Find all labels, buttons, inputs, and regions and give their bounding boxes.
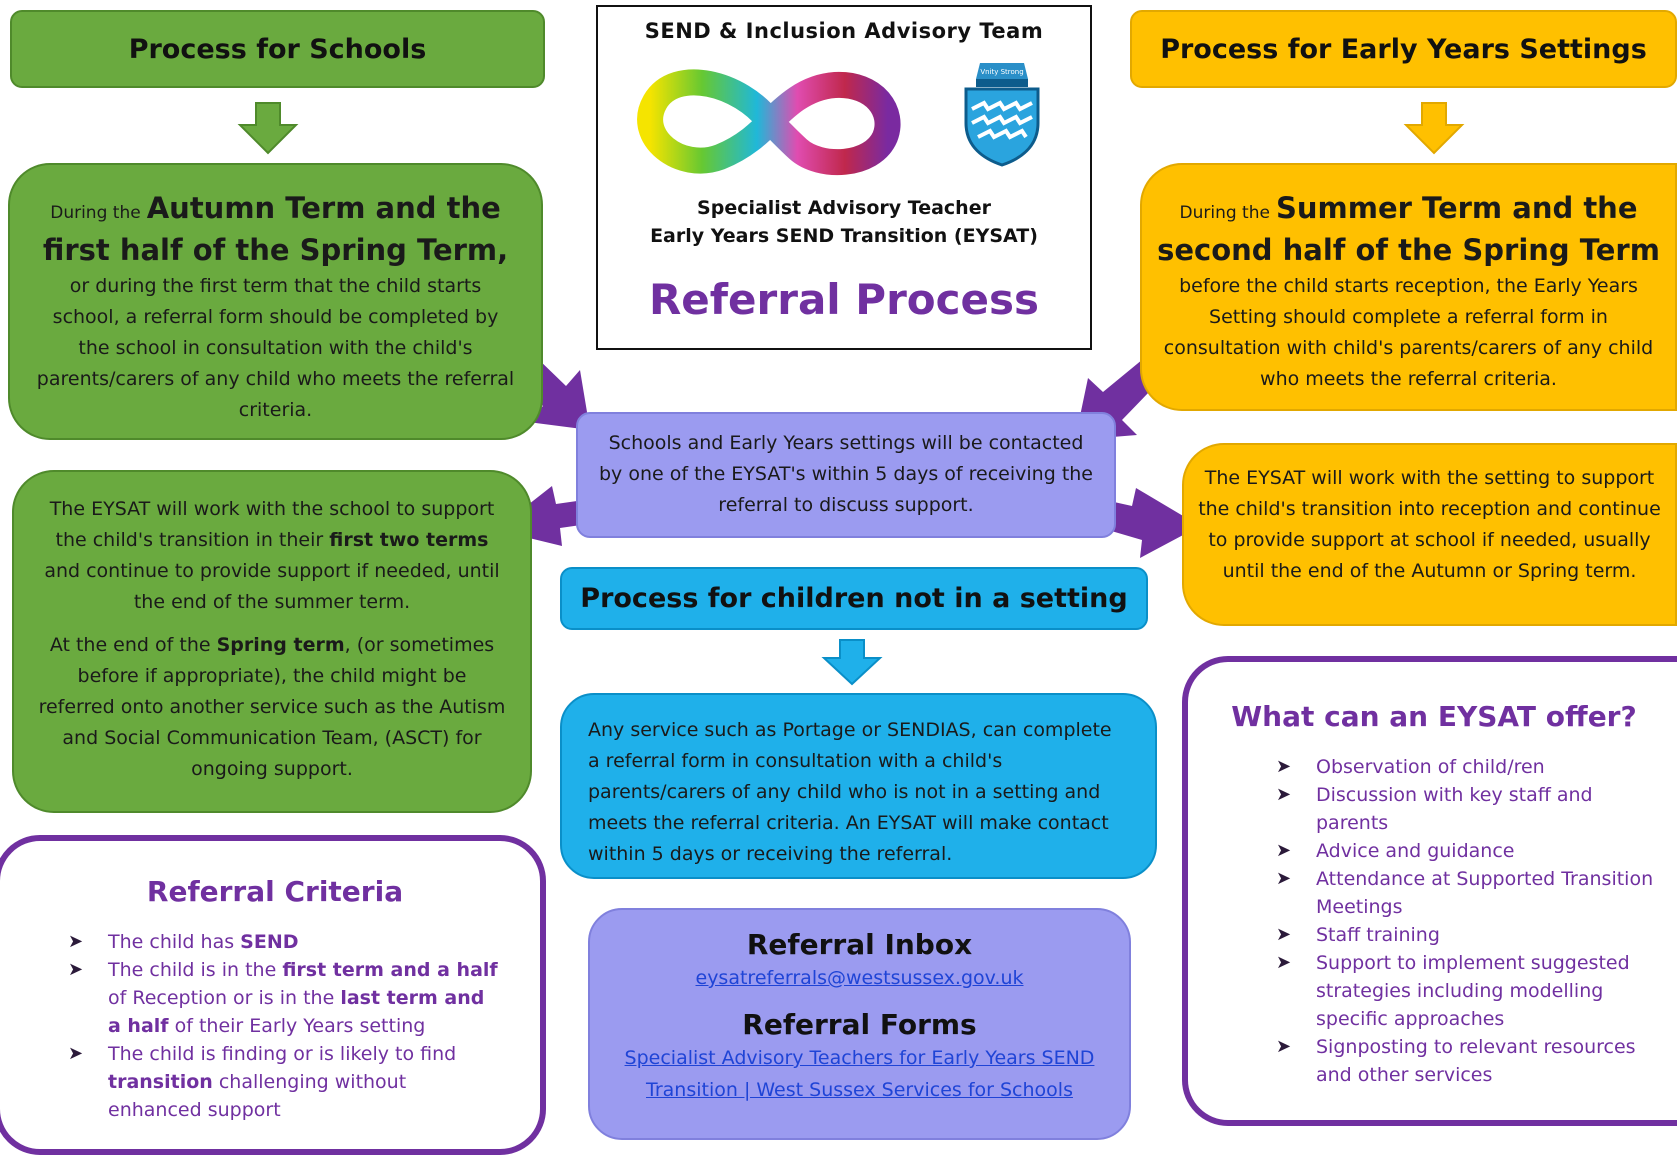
schools-down-arrow [237,102,299,155]
role-line-2: Early Years SEND Transition (EYSAT) [650,225,1038,247]
schools-support-first-two-terms: first two terms [329,529,489,551]
schools-support-box: The EYSAT will work with the school to s… [12,470,532,813]
list-item: The child has SEND [68,928,502,956]
schools-timing-term: Autumn Term and the first half of the Sp… [42,191,509,267]
list-item: The child is in the first term and a hal… [68,956,502,1040]
list-item: Discussion with key staff and parents [1276,781,1662,837]
referral-forms-title: Referral Forms [742,1008,977,1041]
schools-timing-or: or [69,275,90,297]
list-item: Attendance at Supported Transition Meeti… [1276,865,1662,921]
referral-criteria-list: The child has SEND The child is in the f… [68,928,502,1124]
early-years-header-label: Process for Early Years Settings [1160,33,1647,65]
early-years-timing-term: Summer Term and the second half of the S… [1157,191,1660,267]
eysat-offer-box: What can an EYSAT offer? Observation of … [1182,656,1677,1126]
schools-onward-text-a: At the end of the [49,634,211,656]
not-in-setting-box: Any service such as Portage or SENDIAS, … [560,693,1157,879]
schools-onward-text-c: , (or sometimes before if appropriate), … [38,634,506,780]
early-years-support-box: The EYSAT will work with the setting to … [1182,443,1677,626]
schools-support-text-a: The EYSAT will work with the school to s… [49,498,495,551]
referral-inbox-email-link[interactable]: eysatreferrals@westsussex.gov.uk [695,967,1024,989]
not-in-setting-text: Any service such as Portage or SENDIAS, … [588,719,1112,865]
not-in-setting-down-arrow [821,639,883,686]
role-line-1: Specialist Advisory Teacher [697,197,991,219]
schools-timing-prefix: During the [50,203,141,223]
not-in-setting-header: Process for children not in a setting [560,567,1148,630]
contact-within-5-days-box: Schools and Early Years settings will be… [576,412,1116,538]
list-item: Signposting to relevant resources and ot… [1276,1033,1662,1089]
not-in-setting-header-label: Process for children not in a setting [580,583,1128,614]
early-years-timing-body: before the child starts reception, the E… [1163,275,1654,390]
early-years-support-text: The EYSAT will work with the setting to … [1198,467,1661,582]
west-sussex-crest-icon: Vnity Strong [964,63,1040,167]
early-years-referral-timing-box: During the Summer Term and the second ha… [1140,163,1677,411]
crest-motto: Vnity Strong [980,68,1023,76]
page-title: Referral Process [648,275,1040,324]
early-years-timing-prefix: During the [1179,203,1270,223]
schools-header-label: Process for Schools [128,33,427,65]
schools-timing-body: during the first term that the child sta… [36,275,515,421]
list-item: The child is finding or is likely to fin… [68,1040,502,1124]
referral-criteria-box: Referral Criteria The child has SEND The… [0,835,546,1155]
referral-criteria-title: Referral Criteria [146,875,404,908]
list-item: Support to implement suggested strategie… [1276,949,1662,1033]
referral-inbox-box: Referral Inbox eysatreferrals@westsussex… [588,908,1131,1140]
schools-onward-spring-term: Spring term [216,634,345,656]
early-years-down-arrow [1403,102,1465,155]
infinity-logo [637,69,901,176]
schools-header: Process for Schools [10,10,545,88]
team-logo-panel: SEND & Inclusion Advisory Team Vnity Str… [596,5,1092,350]
schools-referral-timing-box: During the Autumn Term and the first hal… [8,163,543,440]
team-title: SEND & Inclusion Advisory Team [644,19,1044,43]
schools-support-text-c: and continue to provide support if neede… [44,560,500,613]
referral-inbox-title: Referral Inbox [746,928,973,961]
eysat-offer-list: Observation of child/ren Discussion with… [1276,753,1662,1089]
early-years-header: Process for Early Years Settings [1130,10,1677,88]
contact-within-5-days-text: Schools and Early Years settings will be… [598,432,1093,516]
referral-forms-link[interactable]: Specialist Advisory Teachers for Early Y… [624,1047,1095,1101]
eysat-offer-title: What can an EYSAT offer? [1231,700,1637,733]
list-item: Staff training [1276,921,1662,949]
list-item: Observation of child/ren [1276,753,1662,781]
list-item: Advice and guidance [1276,837,1662,865]
